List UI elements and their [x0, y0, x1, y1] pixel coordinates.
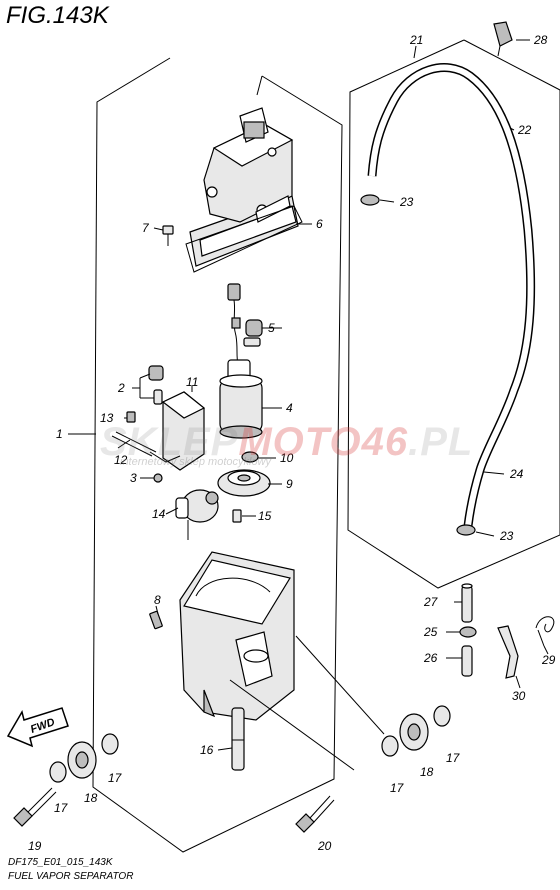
- assembly-frame: [92, 57, 343, 853]
- callout-10: 10: [280, 451, 294, 465]
- cap-10[interactable]: [241, 451, 259, 463]
- collar-17-right[interactable]: [433, 705, 451, 727]
- screw-13[interactable]: [126, 411, 136, 423]
- figure-title: FIG.143K: [6, 2, 109, 29]
- frame-tick: [256, 75, 263, 96]
- callout-20: 20: [317, 839, 332, 853]
- grommet-12[interactable]: [111, 431, 157, 457]
- callout-19: 19: [28, 839, 42, 853]
- clamp-23-top[interactable]: [360, 194, 380, 206]
- callout-8: 8: [154, 593, 161, 607]
- callout-21: 21: [409, 33, 423, 47]
- clamp-23-bottom[interactable]: [456, 524, 476, 536]
- callout-2: 2: [117, 381, 125, 395]
- cover-gasket: [185, 205, 303, 273]
- footer-caption: FUEL VAPOR SEPARATOR: [8, 871, 134, 882]
- pipe-16[interactable]: [231, 707, 245, 771]
- callout-29: 29: [541, 653, 556, 667]
- clip-28[interactable]: [493, 21, 513, 57]
- clamp-25[interactable]: [459, 626, 477, 638]
- mount-18-right[interactable]: [399, 713, 429, 751]
- callout-13: 13: [100, 411, 114, 425]
- filter-5[interactable]: [243, 319, 263, 347]
- callout-17-right-collar: 17: [446, 751, 461, 765]
- callout-17-left-collar: 17: [108, 771, 123, 785]
- callout-26: 26: [423, 651, 438, 665]
- hose-26[interactable]: [461, 645, 473, 677]
- fwd-arrow-icon: [6, 707, 69, 748]
- callout-23-bottom: 23: [499, 529, 514, 543]
- callout-12: 12: [114, 453, 128, 467]
- callout-7: 7: [142, 221, 150, 235]
- hose-frame: [347, 39, 560, 589]
- callout-11: 11: [186, 375, 198, 389]
- callout-17-left-washer: 17: [54, 801, 69, 815]
- collar-17-left[interactable]: [101, 733, 119, 755]
- mount-link-line-2: [229, 679, 355, 771]
- pump-holder[interactable]: [217, 469, 271, 497]
- callout-18-left: 18: [84, 791, 98, 805]
- callout-9: 9: [286, 477, 293, 491]
- float-chamber[interactable]: [179, 551, 295, 721]
- washer-17-left[interactable]: [49, 761, 67, 783]
- screw-15[interactable]: [232, 509, 242, 523]
- watermark-main: SKLEP: [100, 420, 239, 464]
- watermark-tagline: internetowy sklep motocyklowy: [120, 456, 272, 468]
- callout-6: 6: [316, 217, 323, 231]
- callout-1: 1: [56, 427, 63, 441]
- leader-lines: [68, 39, 549, 751]
- callout-14: 14: [152, 507, 166, 521]
- pipe-27[interactable]: [461, 583, 473, 623]
- watermark-suffix: .PL: [408, 420, 474, 464]
- separator-cover[interactable]: [189, 107, 299, 267]
- callout-28: 28: [533, 33, 548, 47]
- footer-code: DF175_E01_015_143K: [8, 857, 113, 868]
- bolt-20[interactable]: [295, 795, 335, 833]
- callout-22: 22: [517, 123, 532, 137]
- screw-8[interactable]: [149, 610, 163, 630]
- pressure-regulator[interactable]: [175, 489, 219, 540]
- tie-29[interactable]: [535, 616, 555, 647]
- callout-23-top: 23: [399, 195, 414, 209]
- fuel-pump[interactable]: [219, 283, 263, 439]
- mount-18-left[interactable]: [67, 741, 97, 779]
- callout-25: 25: [423, 625, 438, 639]
- callout-15: 15: [258, 509, 272, 523]
- callout-4: 4: [286, 401, 293, 415]
- callout-16: 16: [200, 743, 214, 757]
- vapor-hose[interactable]: [367, 63, 536, 527]
- callout-3: 3: [130, 471, 137, 485]
- callout-17-right-washer: 17: [390, 781, 405, 795]
- bracket-30[interactable]: [497, 625, 519, 679]
- callout-30: 30: [512, 689, 526, 703]
- washer-17-right[interactable]: [381, 735, 399, 757]
- watermark-accent: MOTO46: [238, 420, 409, 464]
- bolt-19[interactable]: [13, 787, 57, 827]
- mount-link-line: [295, 635, 385, 735]
- watermark: SKLEPMOTO46.PL: [100, 420, 473, 465]
- callout-18-right: 18: [420, 765, 434, 779]
- callout-27: 27: [423, 595, 439, 609]
- fitting-2[interactable]: [148, 365, 164, 405]
- pump-bracket[interactable]: [149, 391, 206, 471]
- callout-24: 24: [509, 467, 524, 481]
- screw-3[interactable]: [153, 473, 163, 483]
- screw-7[interactable]: [162, 225, 174, 246]
- callout-5: 5: [268, 321, 275, 335]
